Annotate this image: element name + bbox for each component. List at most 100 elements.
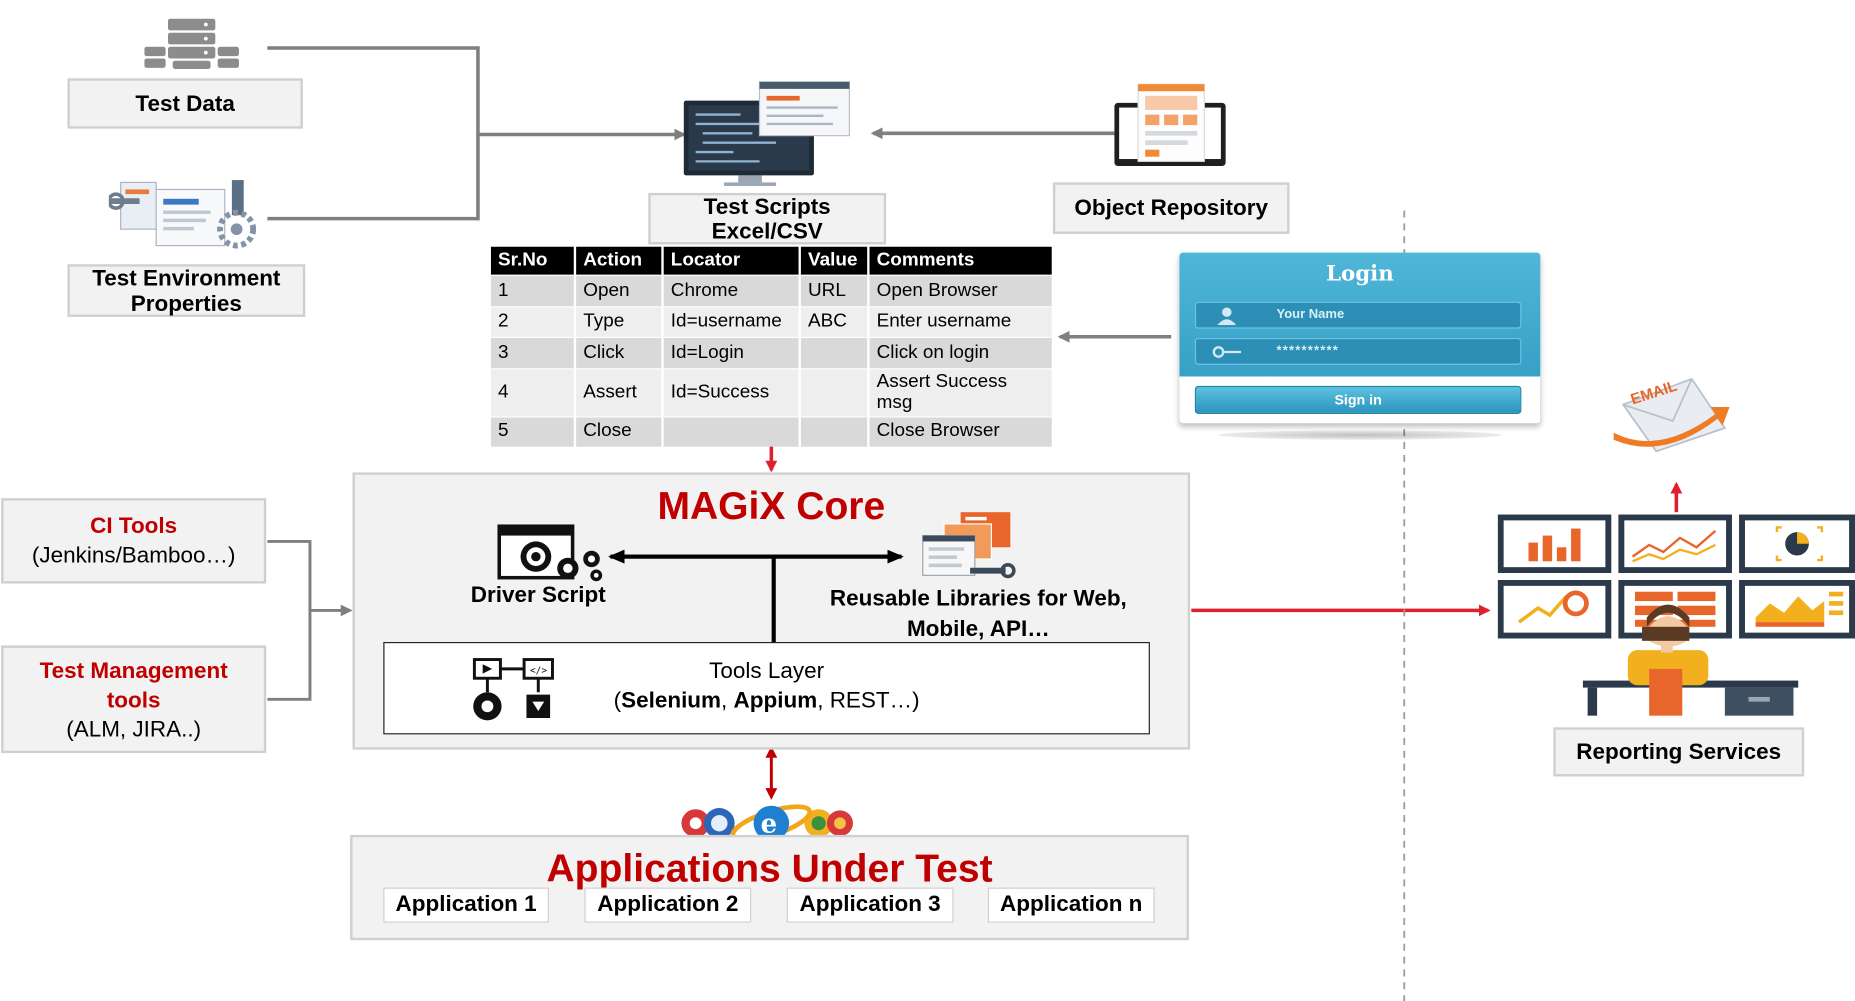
table-cell: Click <box>576 336 662 368</box>
test-data-label: Test Data <box>135 92 235 117</box>
input-connector <box>267 46 687 221</box>
table-cell: 1 <box>490 274 574 306</box>
tools-layer-title: Tools Layer <box>709 659 825 685</box>
table-cell: ABC <box>800 305 868 337</box>
driver-script-label: Driver Script <box>470 583 606 609</box>
table-cell: 4 <box>490 367 574 416</box>
login-shadow <box>1218 430 1503 440</box>
table-row: 3 Click Id=Login Click on login <box>490 336 1052 368</box>
table-cell: 5 <box>490 415 574 447</box>
column-header: Comments <box>869 246 1052 275</box>
application-label: Application 1 <box>395 892 537 917</box>
username-placeholder: Your Name <box>1276 307 1345 322</box>
table-cell: Open <box>576 274 662 306</box>
table-cell: Chrome <box>663 274 799 306</box>
table-cell: Assert Success msg <box>869 367 1052 416</box>
tools-open-paren: ( <box>613 688 622 714</box>
table-cell: Id=Login <box>663 336 799 368</box>
table-cell: Close <box>576 415 662 447</box>
table-cell: Id=username <box>663 305 799 337</box>
test-management-subtitle: (ALM, JIRA..) <box>66 718 202 743</box>
login-title: Login <box>1326 261 1394 287</box>
reporting-services-label: Reporting Services <box>1576 740 1782 765</box>
libraries-label-2: Mobile, API… <box>906 617 1050 642</box>
application-label: Application n <box>1000 892 1143 917</box>
database-icon <box>144 16 239 76</box>
application-box: Application 3 <box>786 887 954 923</box>
table-cell: Enter username <box>869 305 1052 337</box>
table-cell: Open Browser <box>869 274 1052 306</box>
column-header: Sr.No <box>490 246 574 275</box>
table-cell: URL <box>800 274 868 306</box>
test-management-title-2: tools <box>106 688 161 714</box>
user-icon <box>1217 307 1237 326</box>
aut-title: Applications Under Test <box>546 846 993 890</box>
tools-appium: Appium <box>733 688 818 714</box>
application-label: Application 2 <box>597 892 739 917</box>
ci-tools-subtitle: (Jenkins/Bamboo…) <box>31 543 236 569</box>
column-header: Locator <box>663 246 799 275</box>
workflow-icon: </> <box>472 658 554 721</box>
environment-settings-icon <box>107 178 270 261</box>
driver-script-icon <box>497 524 608 588</box>
test-scripts-label-1: Test Scripts <box>703 195 831 220</box>
table-cell <box>663 415 799 447</box>
password-mask: ********** <box>1276 343 1339 358</box>
browser-logos-icon: e <box>677 800 857 850</box>
reporting-dashboard-icon <box>1497 514 1855 724</box>
column-header: Value <box>800 246 868 275</box>
test-data-box: Test Data <box>67 78 303 129</box>
application-box: Application 2 <box>584 887 752 923</box>
svg-text:e: e <box>761 810 778 840</box>
test-script-table: Sr.No Action Locator Value Comments 1 Op… <box>489 246 1054 447</box>
env-properties-label-1: Test Environment <box>92 266 281 292</box>
env-properties-box: Test Environment Properties <box>67 264 306 317</box>
table-cell: Type <box>576 305 662 337</box>
magix-core-title: MAGiX Core <box>657 484 886 528</box>
username-field: Your Name <box>1194 301 1522 329</box>
libraries-label-1: Reusable Libraries for Web, <box>829 587 1127 612</box>
email-icon: EMAIL <box>1611 374 1732 459</box>
table-cell <box>800 415 868 447</box>
tools-selenium: Selenium <box>621 688 722 714</box>
svg-text:</>: </> <box>530 666 547 677</box>
application-box: Application n <box>987 887 1155 923</box>
table-header-row: Sr.No Action Locator Value Comments <box>490 246 1052 275</box>
table-row: 2 Type Id=username ABC Enter username <box>490 305 1052 337</box>
application-box: Application 1 <box>383 887 549 923</box>
libraries-label: Reusable Libraries for Web, Mobile, API… <box>800 585 1157 646</box>
browser-window-icon <box>1112 82 1230 177</box>
signin-label: Sign in <box>1334 391 1382 409</box>
object-repository-box: Object Repository <box>1052 182 1290 234</box>
table-cell: Assert <box>576 367 662 416</box>
application-label: Application 3 <box>799 892 941 917</box>
env-properties-label-2: Properties <box>130 292 242 317</box>
ci-connector <box>267 539 353 701</box>
login-form-mockup: Login Your Name ********** Sign in <box>1179 252 1541 424</box>
tools-rest: , REST…) <box>817 688 920 714</box>
signin-button: Sign in <box>1194 385 1522 414</box>
tools-layer-list: (Selenium, Appium, REST…) <box>384 689 1148 715</box>
table-cell: Click on login <box>869 336 1052 368</box>
table-cell: 2 <box>490 305 574 337</box>
test-scripts-box: Test Scripts Excel/CSV <box>648 192 887 245</box>
libraries-icon <box>913 510 1017 588</box>
ci-tools-title: CI Tools <box>90 514 178 540</box>
table-row: 4 Assert Id=Success Assert Success msg <box>490 367 1052 416</box>
test-management-title-1: Test Management <box>39 659 228 685</box>
table-cell: 3 <box>490 336 574 368</box>
table-row: 5 Close Close Browser <box>490 415 1052 447</box>
key-icon <box>1212 346 1242 358</box>
table-cell: Close Browser <box>869 415 1052 447</box>
monitor-code-icon <box>681 80 854 193</box>
password-field: ********** <box>1194 337 1522 365</box>
object-repository-label: Object Repository <box>1074 196 1269 222</box>
ci-tools-box: CI Tools (Jenkins/Bamboo…) <box>1 498 267 584</box>
table-row: 1 Open Chrome URL Open Browser <box>490 274 1052 306</box>
tools-comma: , <box>721 688 734 714</box>
column-header: Action <box>576 246 662 275</box>
table-cell <box>800 367 868 416</box>
applications-under-test-box: Applications Under Test <box>350 834 1189 941</box>
table-cell: Id=Success <box>663 367 799 416</box>
